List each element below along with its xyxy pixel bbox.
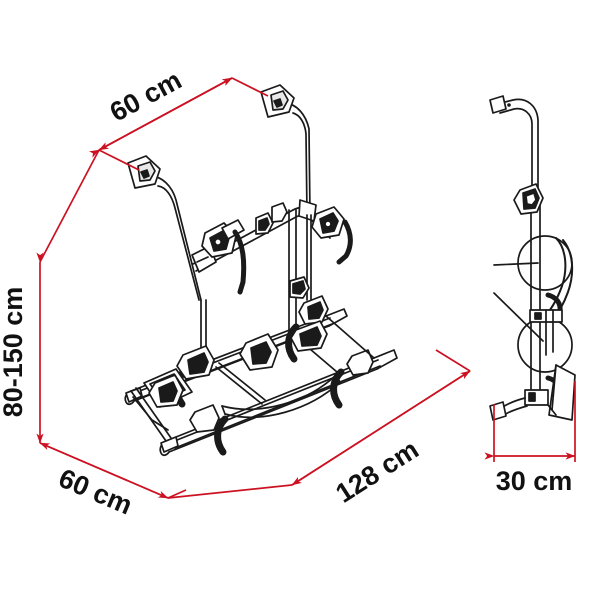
rear-deflector bbox=[221, 374, 341, 419]
frame-strap-left bbox=[232, 229, 247, 295]
bottom-depth-dimension-line-b bbox=[39, 442, 169, 499]
bottom-depth-extension-lines bbox=[167, 489, 187, 499]
base-bracket-mid bbox=[239, 333, 279, 371]
bar-clamp-mid bbox=[255, 212, 274, 235]
rail-length-label: 128 cm bbox=[330, 434, 423, 509]
right-mount-bracket bbox=[260, 84, 295, 118]
lower-rail-endcap bbox=[160, 436, 179, 453]
lower-rail-bracket-right bbox=[346, 349, 374, 376]
frame-clamp-left bbox=[201, 219, 245, 258]
wheel-strap-lower-left bbox=[214, 415, 229, 456]
upper-rail-bracket-right bbox=[298, 295, 329, 325]
bottom-depth-label: 60 cm bbox=[54, 463, 136, 521]
rail-length-extension-lines bbox=[167, 349, 471, 499]
base-bracket-lower bbox=[148, 374, 184, 408]
frame-strap-right bbox=[336, 219, 353, 265]
upper-rail-bracket-left bbox=[176, 345, 215, 380]
bar-clamp-upper bbox=[271, 202, 288, 223]
height-label: 80-150 cm bbox=[0, 287, 28, 418]
left-mount-bracket bbox=[127, 155, 161, 189]
frame-clamp-right bbox=[311, 206, 345, 239]
centre-posts bbox=[200, 209, 312, 353]
top-width-dimension-line-c bbox=[98, 77, 233, 151]
base-frame bbox=[130, 315, 375, 442]
side-view-frame bbox=[489, 95, 576, 421]
centre-foot-clamp bbox=[290, 320, 328, 352]
lower-rail-bracket-left bbox=[189, 404, 220, 433]
post-clamp-centre bbox=[289, 276, 310, 299]
rail-length-dimension-line-b bbox=[291, 370, 471, 486]
side-depth-label: 30 cm bbox=[496, 466, 573, 496]
wheel-strap-upper-right bbox=[285, 323, 300, 363]
top-width-label: 60 cm bbox=[105, 65, 187, 128]
side-depth-extension-lines bbox=[493, 381, 576, 462]
